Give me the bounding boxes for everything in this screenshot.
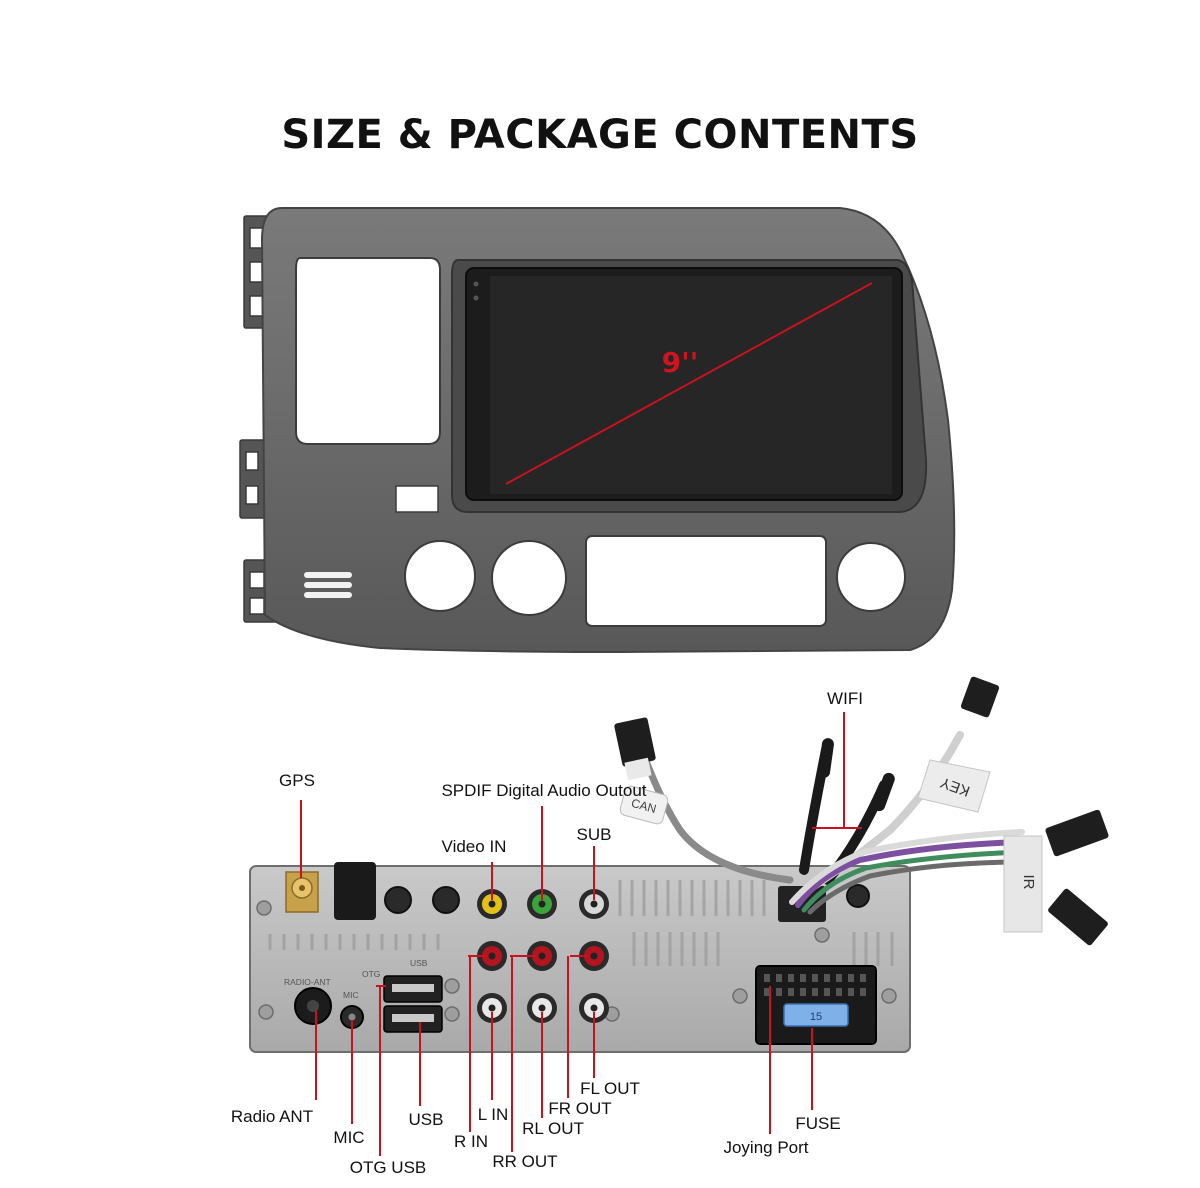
label-fuse: FUSE [795, 1114, 840, 1133]
can-tag: CAN [630, 796, 658, 816]
radio-ant-connector [294, 987, 332, 1025]
page-title: SIZE & PACKAGE CONTENTS [281, 112, 919, 158]
knob-cutout-1 [404, 540, 476, 612]
rca-fr-out [579, 941, 609, 971]
label-otg-usb: OTG USB [350, 1158, 427, 1177]
screen-size-label: 9'' [662, 346, 699, 379]
label-radio-ant: Radio ANT [231, 1107, 313, 1126]
head-unit-bezel: 9'' [239, 207, 956, 654]
rca-l-in [477, 993, 507, 1023]
screen-diagonal-line [505, 282, 873, 485]
label-usb: USB [409, 1110, 444, 1129]
rear-panel-unit: RADIO-ANT MIC OTG USB [249, 862, 911, 1053]
climate-cutout [585, 535, 827, 627]
fuse: 15 [783, 1003, 849, 1027]
print-fuse-rating: 15 [810, 1011, 822, 1023]
label-joying-port: Joying Port [723, 1138, 808, 1157]
rca-video-in [477, 889, 507, 919]
rca-rl-out [527, 993, 557, 1023]
rca-r-in [477, 941, 507, 971]
label-gps: GPS [279, 771, 315, 790]
label-wifi: WIFI [827, 689, 863, 708]
label-mic: MIC [333, 1128, 364, 1147]
label-spdif: SPDIF Digital Audio Outout [441, 781, 646, 800]
upper-cutout [295, 257, 441, 445]
usb-port [383, 975, 443, 1003]
knob-cutout-3 [836, 542, 906, 612]
leader-lines [300, 712, 862, 1156]
label-l-in: L IN [478, 1105, 509, 1124]
screws [256, 900, 897, 1022]
print-usb: USB [410, 958, 428, 968]
print-mic: MIC [343, 990, 359, 1000]
label-rl-out: RL OUT [522, 1119, 584, 1138]
gps-connector [285, 871, 319, 913]
rear-port-block [334, 862, 376, 920]
rca-spdif [527, 889, 557, 919]
small-cutout [395, 485, 439, 513]
label-sub: SUB [577, 825, 612, 844]
label-fl-out: FL OUT [580, 1079, 640, 1098]
key-plug: KEY [917, 676, 1000, 813]
label-r-in: R IN [454, 1132, 488, 1151]
label-video-in: Video IN [442, 837, 507, 856]
print-radio-ant: RADIO-ANT [284, 977, 331, 987]
knob-cutout-2 [491, 540, 567, 616]
ir-plug: IR [1003, 809, 1109, 946]
rca-rr-out [527, 941, 557, 971]
rca-sub [579, 889, 609, 919]
vent-slots [304, 572, 352, 598]
ir-tag: IR [1020, 875, 1037, 890]
can-plug: CAN [614, 717, 669, 825]
otg-usb-port [383, 1005, 443, 1033]
print-otg: OTG [362, 969, 380, 979]
label-rr-out: RR OUT [492, 1152, 557, 1171]
label-fr-out: FR OUT [548, 1099, 611, 1118]
rca-fl-out [579, 993, 609, 1023]
